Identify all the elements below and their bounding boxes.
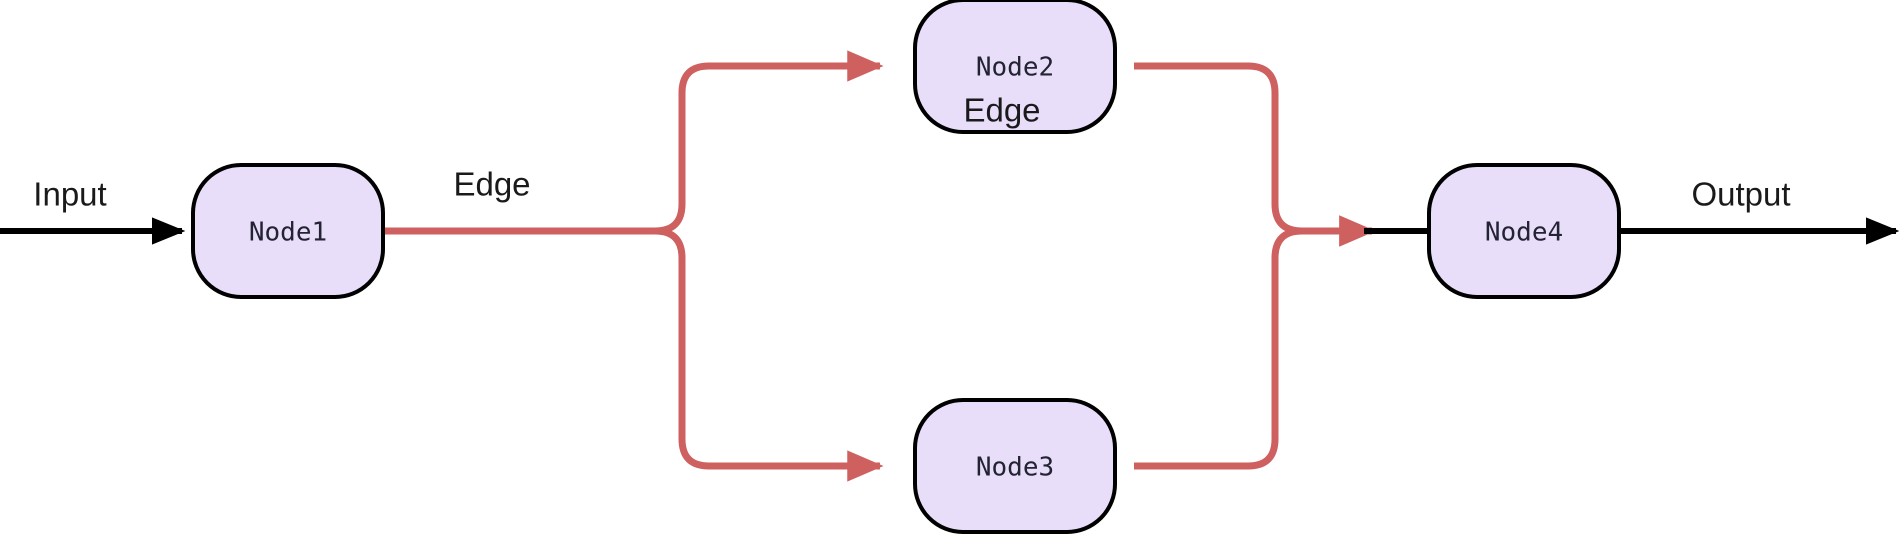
label-group: Input Output Edge Edge bbox=[33, 92, 1790, 213]
edge-group-flow bbox=[383, 50, 1376, 482]
node-node3-label: Node3 bbox=[976, 453, 1054, 483]
edge-node3-to-node4[interactable] bbox=[1134, 215, 1376, 470]
output-label: Output bbox=[1691, 176, 1790, 213]
edge-node1-to-node3[interactable] bbox=[383, 227, 884, 482]
node-group: Node1 Node2 Node3 Node4 bbox=[191, 0, 1621, 534]
edge-label-node2-merge: Edge bbox=[963, 92, 1040, 129]
edge-node1-to-node2[interactable] bbox=[383, 50, 884, 235]
edge-label-node1-branch: Edge bbox=[453, 166, 530, 203]
node-node3[interactable]: Node3 bbox=[913, 398, 1117, 534]
node-node2[interactable]: Node2 bbox=[913, 0, 1117, 134]
input-label: Input bbox=[33, 176, 106, 213]
node-node4-label: Node4 bbox=[1485, 218, 1563, 248]
node-node1-label: Node1 bbox=[249, 218, 327, 248]
node-node2-label: Node2 bbox=[976, 53, 1054, 83]
node-node1[interactable]: Node1 bbox=[191, 163, 385, 299]
node-node4[interactable]: Node4 bbox=[1427, 163, 1621, 299]
edge-node2-to-node4[interactable] bbox=[1134, 62, 1376, 247]
